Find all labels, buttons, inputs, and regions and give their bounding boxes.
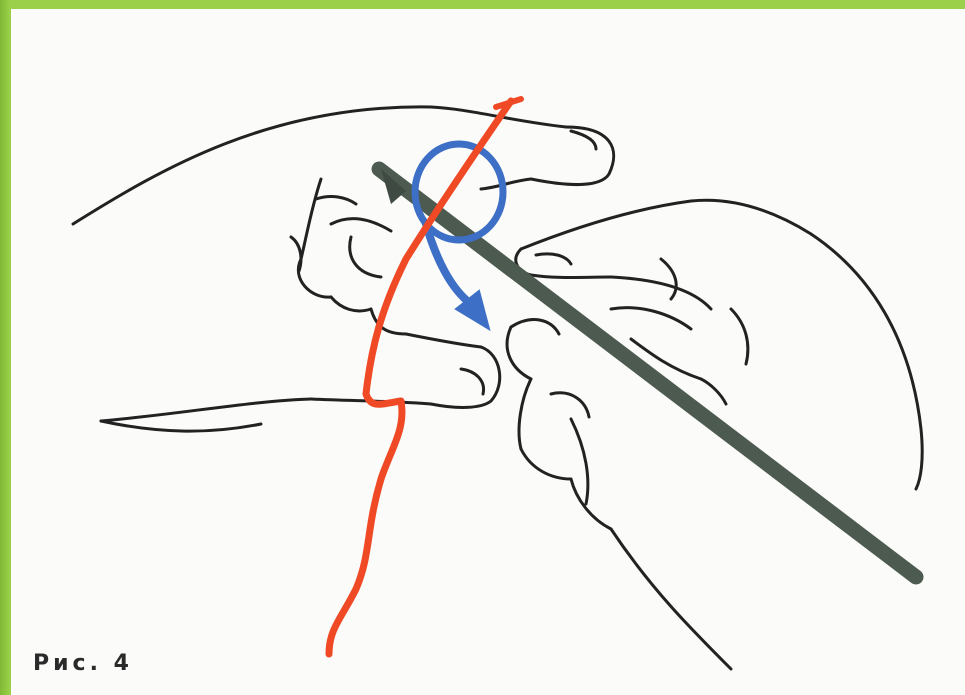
left-hand <box>73 107 614 431</box>
crochet-illustration <box>11 9 965 695</box>
yarn-strand <box>329 99 521 654</box>
illustration-canvas: Рис. 4 <box>11 9 965 695</box>
crochet-hook <box>379 169 916 577</box>
right-hand <box>507 200 922 669</box>
figure-caption: Рис. 4 <box>33 651 133 676</box>
